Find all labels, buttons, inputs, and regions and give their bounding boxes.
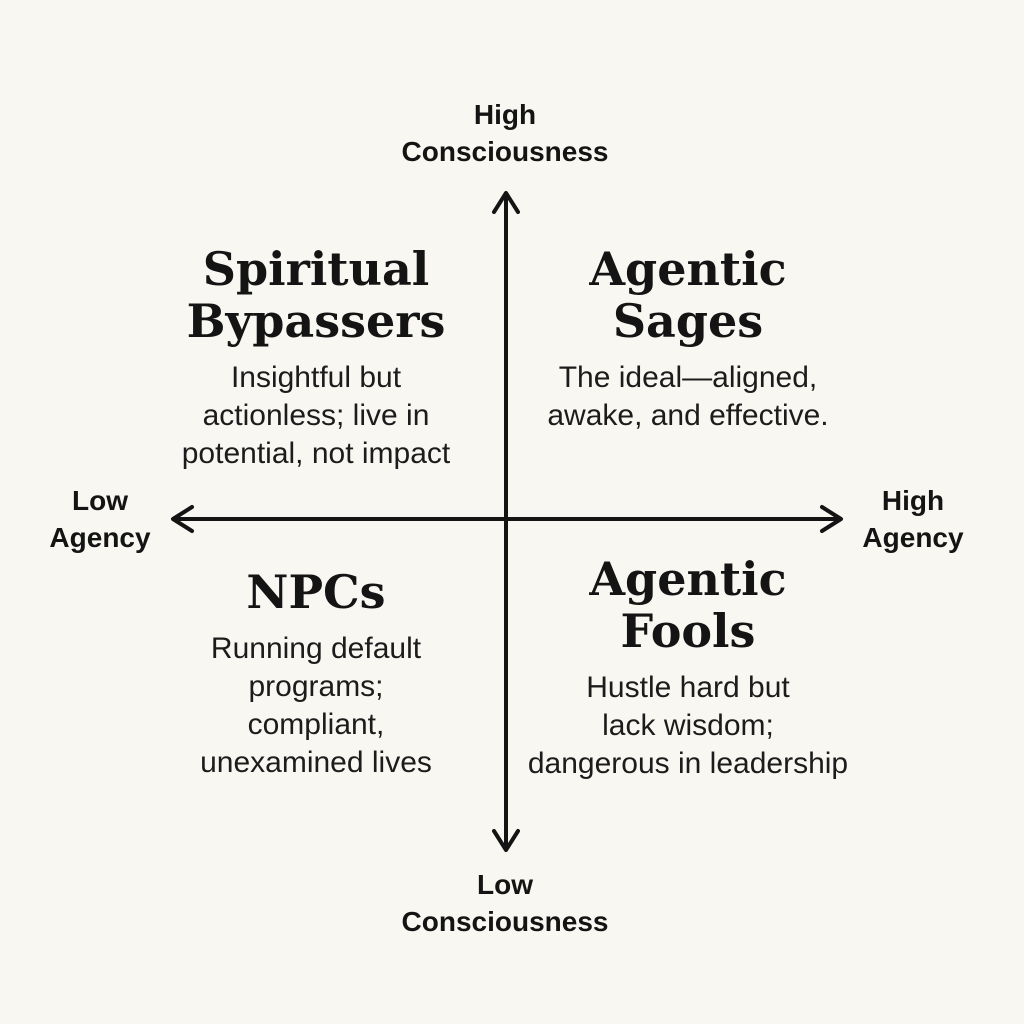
- quadrant-description: Hustle hard but lack wisdom; dangerous i…: [527, 671, 849, 780]
- quadrant-title: Spiritual Bypassers: [186, 242, 446, 348]
- quadrant-title: NPCs: [246, 565, 386, 619]
- axis-label-low-agency: Low Agency: [49, 485, 151, 553]
- quadrant-title: Agentic Fools: [589, 552, 787, 658]
- quadrant-title: Agentic Sages: [589, 242, 787, 348]
- arrow-up-icon: [492, 191, 520, 214]
- axis-label-low-consciousness: Low Consciousness: [401, 869, 609, 937]
- quadrant-agentic-fools: Agentic Fools Hustle hard but lack wisdo…: [508, 553, 868, 783]
- arrow-left-icon: [171, 505, 194, 533]
- quadrant-spiritual-bypassers: Spiritual Bypassers Insightful but actio…: [136, 243, 496, 473]
- arrow-right-icon: [820, 505, 843, 533]
- quadrant-description: Insightful but actionless; live in poten…: [181, 361, 451, 470]
- quadrant-description: Running default programs; compliant, une…: [200, 632, 432, 779]
- quadrant-npcs: NPCs Running default programs; compliant…: [136, 566, 496, 782]
- arrow-down-icon: [492, 829, 520, 852]
- quadrant-description: The ideal—aligned, awake, and effective.: [547, 361, 829, 432]
- quadrant-agentic-sages: Agentic Sages The ideal—aligned, awake, …: [508, 243, 868, 435]
- axis-label-high-consciousness: High Consciousness: [401, 99, 609, 167]
- axis-label-high-agency: High Agency: [862, 485, 964, 553]
